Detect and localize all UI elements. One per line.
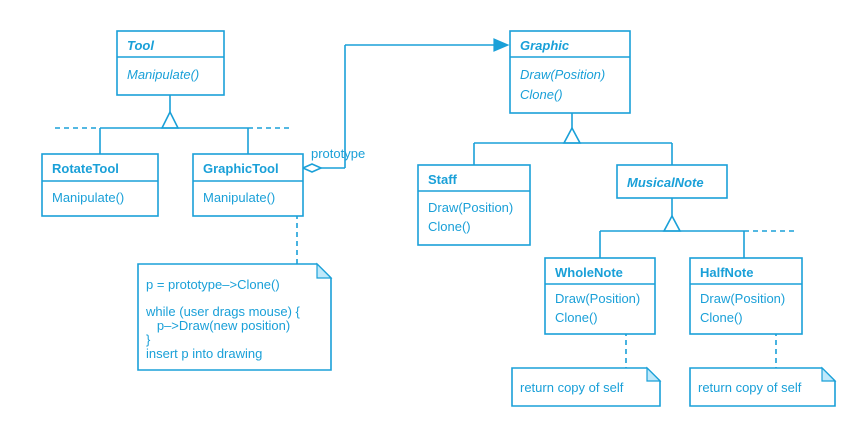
- class-rotatetool: RotateTool Manipulate(): [41, 153, 159, 217]
- note-graphictool: p = prototype–>Clone() while (user drags…: [137, 262, 333, 371]
- class-graphictool: GraphicTool Manipulate(): [192, 153, 304, 217]
- arrowhead-icon: [493, 38, 510, 52]
- class-tool-method: Manipulate(): [127, 67, 199, 82]
- class-tool: Tool Manipulate(): [116, 30, 225, 96]
- class-graphic-method-clone: Clone(): [520, 87, 563, 102]
- class-graphic-name: Graphic: [520, 38, 570, 53]
- class-halfnote-method-draw: Draw(Position): [700, 291, 785, 306]
- prototype-label: prototype: [311, 146, 365, 161]
- note-halfnote-text: return copy of self: [698, 380, 802, 395]
- tool-generalization-triangle: [160, 110, 180, 129]
- aggregation-diamond: [301, 163, 323, 173]
- class-staff: Staff Draw(Position) Clone(): [417, 164, 531, 246]
- note-fold-icon: [646, 366, 662, 382]
- class-halfnote-method-clone: Clone(): [700, 310, 743, 325]
- note-graphictool-line-4: }: [146, 332, 151, 347]
- graphic-inheritance-lines: [473, 113, 673, 165]
- class-staff-method-clone: Clone(): [428, 219, 471, 234]
- class-graphictool-method: Manipulate(): [203, 190, 275, 205]
- class-halfnote-name: HalfNote: [700, 265, 753, 280]
- class-halfnote: HalfNote Draw(Position) Clone(): [689, 257, 803, 335]
- class-wholenote-method-draw: Draw(Position): [555, 291, 640, 306]
- class-wholenote: WholeNote Draw(Position) Clone(): [544, 257, 656, 335]
- note-fold-icon: [316, 262, 333, 279]
- class-graphictool-name: GraphicTool: [203, 161, 279, 176]
- class-wholenote-name: WholeNote: [555, 265, 623, 280]
- tool-inheritance-lines: [55, 95, 292, 154]
- note-fold-icon: [821, 366, 837, 382]
- note-graphictool-line-3: p–>Draw(new position): [146, 318, 290, 333]
- note-graphictool-line-5: insert p into drawing: [146, 346, 262, 361]
- class-musicalnote: MusicalNote: [616, 164, 728, 199]
- note-halfnote: return copy of self: [689, 366, 837, 407]
- class-graphic-method-draw: Draw(Position): [520, 67, 605, 82]
- note-graphictool-line-1: p = prototype–>Clone(): [146, 277, 280, 292]
- note-graphictool-line-2: while (user drags mouse) {: [145, 304, 301, 319]
- class-staff-name: Staff: [428, 172, 458, 187]
- class-wholenote-method-clone: Clone(): [555, 310, 598, 325]
- graphic-generalization-triangle: [562, 126, 582, 144]
- prototype-association: prototype: [301, 38, 510, 173]
- note-wholenote: return copy of self: [511, 366, 662, 407]
- musicalnote-generalization-triangle: [662, 214, 682, 232]
- class-tool-name: Tool: [127, 38, 154, 53]
- musicalnote-inheritance-lines: [599, 198, 796, 258]
- class-staff-method-draw: Draw(Position): [428, 200, 513, 215]
- class-graphic: Graphic Draw(Position) Clone(): [509, 30, 631, 114]
- class-musicalnote-name: MusicalNote: [627, 175, 704, 190]
- class-rotatetool-name: RotateTool: [52, 161, 119, 176]
- class-rotatetool-method: Manipulate(): [52, 190, 124, 205]
- note-wholenote-text: return copy of self: [520, 380, 624, 395]
